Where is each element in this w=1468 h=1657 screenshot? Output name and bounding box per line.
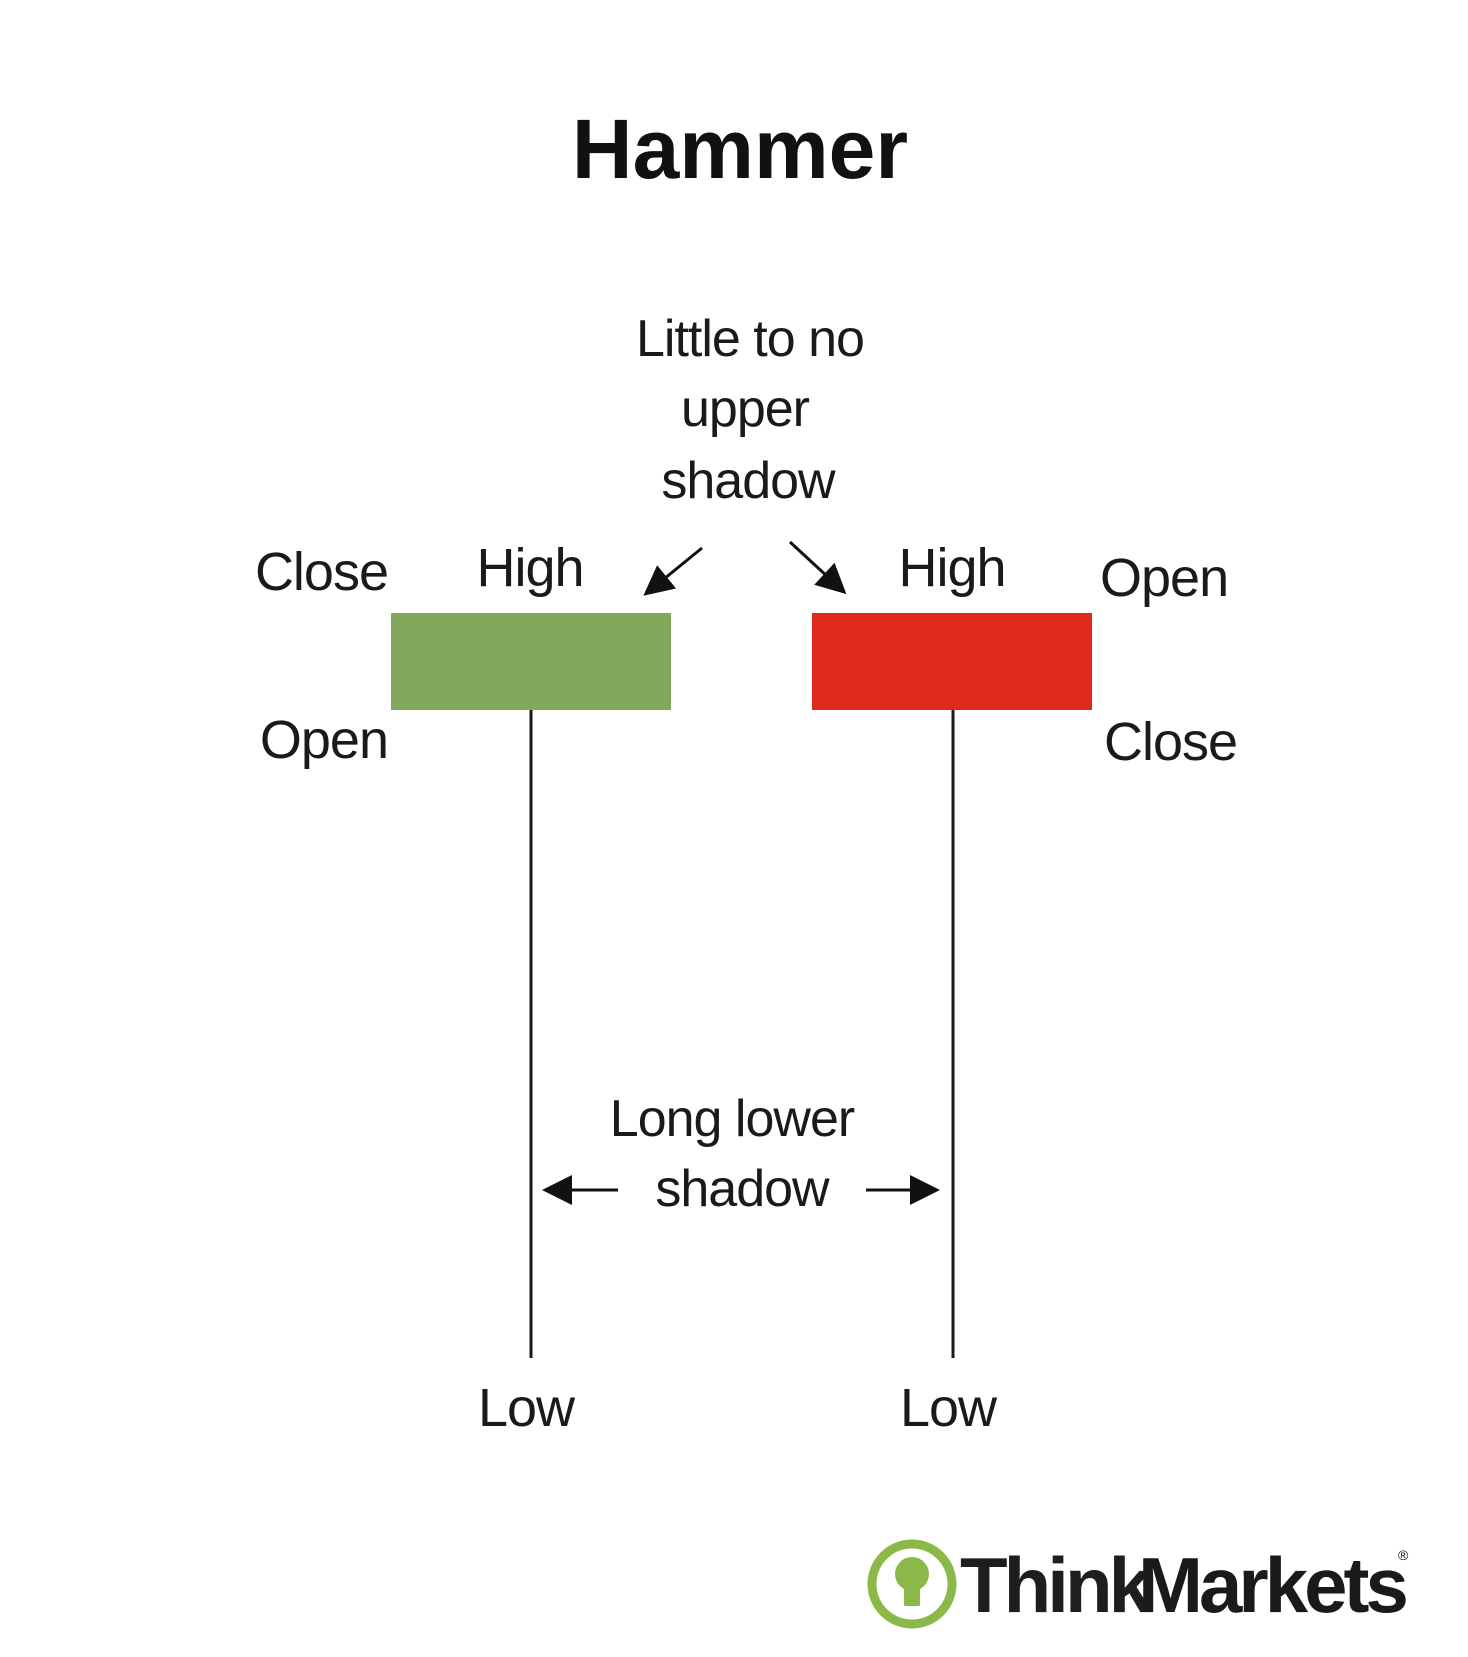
bearish-high-label: High <box>898 538 1005 598</box>
diagram-title: Hammer <box>572 102 908 196</box>
registered-mark: ® <box>1398 1547 1409 1563</box>
bullish-high-label: High <box>476 538 583 598</box>
upper-shadow-arrow-right <box>788 540 847 595</box>
upper-shadow-annotation-line-3: shadow <box>661 452 836 510</box>
bearish-low-label: Low <box>900 1378 998 1438</box>
lower-shadow-annotation-line-2: shadow <box>655 1160 830 1218</box>
lower-shadow-annotation-line-1: Long lower <box>610 1090 855 1148</box>
upper-shadow-annotation-line-2: upper <box>681 380 810 438</box>
upper-shadow-arrow-left <box>643 546 703 596</box>
bearish-candle-body <box>812 613 1092 710</box>
bearish-close-label: Close <box>1104 712 1237 772</box>
upper-shadow-annotation-line-1: Little to no <box>636 310 864 368</box>
thinkmarkets-logo: Think Markets ® <box>867 1539 1410 1629</box>
bearish-candle <box>812 613 1092 1358</box>
bullish-candle-body <box>391 613 671 710</box>
bullish-low-label: Low <box>478 1378 576 1438</box>
logo-text-think: Think <box>960 1541 1153 1629</box>
logo-text-markets: Markets <box>1138 1541 1406 1629</box>
bullish-candle <box>391 613 671 1358</box>
lightbulb-icon <box>867 1539 957 1629</box>
bearish-open-label: Open <box>1100 548 1228 608</box>
bullish-open-label: Open <box>260 710 388 770</box>
bullish-close-label: Close <box>255 542 388 602</box>
